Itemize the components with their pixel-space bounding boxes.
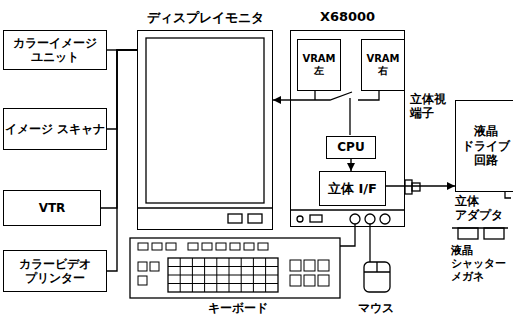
- unit-label: 液晶 ドライブ 回路: [456, 124, 513, 167]
- unit-box: VRAM 右: [361, 39, 405, 91]
- keyboard-keys: [168, 258, 278, 292]
- key-row: [168, 266, 278, 267]
- unit-label: VRAM 右: [362, 53, 404, 77]
- key-column: [265, 258, 266, 292]
- signal-connector: [107, 50, 137, 271]
- unit-box: カラービデオ プリンター: [3, 250, 107, 292]
- device-box: X68000VRAM 左VRAM 右CPU立体 I/F: [290, 30, 405, 227]
- part-label: キーボード: [208, 301, 288, 315]
- adapter-lead: [505, 192, 511, 198]
- part-label: 液晶 シャッター メガネ: [451, 244, 511, 284]
- stereo-plug: [412, 183, 420, 191]
- key-column: [241, 258, 242, 292]
- unit-label: VTR: [39, 201, 66, 215]
- unit-label: VRAM 左: [298, 53, 340, 77]
- edit-key: [138, 276, 147, 285]
- keyboard-key-group: [138, 243, 329, 292]
- monitor-screen: [146, 38, 264, 203]
- unit-label: CPU: [337, 140, 364, 154]
- mouse-cable: [369, 224, 370, 262]
- vram-switch: [290, 90, 379, 100]
- port-jack: [365, 214, 375, 224]
- unit-box: VRAM 左: [297, 39, 341, 91]
- signal-connector: [386, 185, 455, 186]
- unit-label: 立体 I/F: [328, 181, 377, 197]
- key-column: [192, 258, 193, 292]
- key-row: [168, 275, 278, 276]
- power-lamp: [297, 216, 303, 222]
- unit-label: イメージ スキャナ: [5, 122, 105, 136]
- function-key: [152, 243, 162, 250]
- port-jack: [380, 214, 390, 224]
- numpad-key: [290, 275, 301, 286]
- function-key: [202, 243, 212, 250]
- key-column: [216, 258, 217, 292]
- numpad-key: [318, 275, 329, 286]
- part-label: 立体視 端子: [410, 92, 452, 121]
- mouse-buttons: [364, 262, 390, 272]
- function-key: [166, 243, 176, 250]
- numpad-key: [318, 260, 329, 271]
- keyboard-body: [130, 238, 340, 298]
- stereo-terminal: [405, 180, 412, 194]
- function-key: [258, 243, 268, 250]
- key-column: [180, 258, 181, 292]
- unit-label: カラーイメージ ユニット: [4, 36, 106, 65]
- edit-key: [138, 262, 147, 271]
- unit-box: CPU: [326, 136, 376, 159]
- port-jack: [350, 214, 360, 224]
- monitor-button: [248, 214, 262, 223]
- shutter-lens: [458, 228, 478, 239]
- device-box: ディスプレイモニタ: [137, 30, 273, 230]
- unit-box: 液晶 ドライブ 回路: [455, 100, 513, 192]
- x68000-panel-line: [290, 209, 405, 210]
- function-key: [216, 243, 226, 250]
- part-label: 立体 アダプタ: [455, 194, 507, 223]
- unit-box: 立体 I/F: [319, 171, 386, 206]
- key-column: [253, 258, 254, 292]
- numpad-key: [304, 275, 315, 286]
- function-key: [244, 243, 254, 250]
- unit-box: カラーイメージ ユニット: [3, 30, 107, 70]
- cpu-switch-line: [349, 98, 350, 135]
- unit-label: カラービデオ プリンター: [4, 257, 106, 286]
- signal-connector: [107, 50, 137, 129]
- device-heading: X68000: [320, 9, 375, 24]
- key-row: [168, 283, 278, 284]
- numpad-key: [290, 260, 301, 271]
- edit-key: [150, 262, 159, 271]
- shutter-lens: [484, 228, 504, 239]
- part-label: マウス: [358, 301, 408, 315]
- numpad-key: [304, 260, 315, 271]
- unit-box: イメージ スキャナ: [3, 108, 107, 150]
- keyboard-cable: [340, 224, 355, 246]
- key-column: [204, 258, 205, 292]
- signal-connector: [273, 99, 290, 100]
- monitor-panel-line: [137, 207, 273, 208]
- key-column: [229, 258, 230, 292]
- function-key: [230, 243, 240, 250]
- drive-slot: [310, 215, 322, 222]
- mouse-body: [364, 262, 390, 292]
- function-key: [138, 243, 148, 250]
- monitor-button: [228, 214, 242, 223]
- signal-connector: [350, 159, 351, 171]
- unit-box: VTR: [3, 190, 101, 226]
- device-heading: ディスプレイモニタ: [147, 9, 264, 27]
- function-key: [188, 243, 198, 250]
